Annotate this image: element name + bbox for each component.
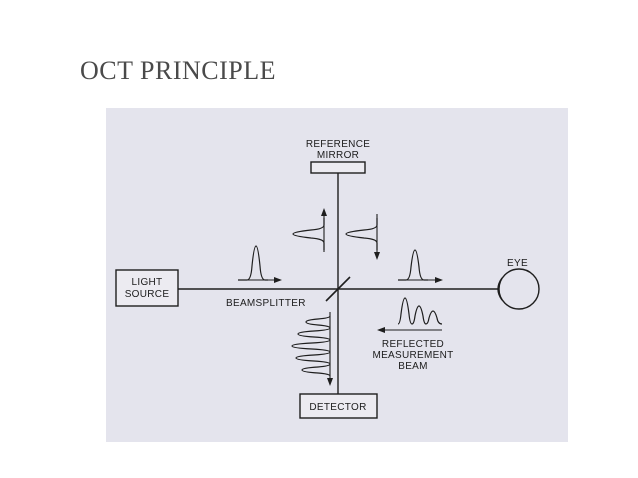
source-pulse-arrowhead	[274, 277, 282, 283]
eye-cornea	[497, 277, 503, 301]
detector-box	[299, 393, 378, 419]
eye-pulse	[398, 249, 428, 281]
reflected-label-3: BEAM	[398, 361, 428, 372]
source-pulse	[238, 245, 268, 281]
reference-pulse-up-arrowhead	[321, 208, 327, 216]
reflected-pulse	[397, 297, 443, 325]
beamsplitter	[325, 276, 351, 302]
reflected-arrowhead	[377, 327, 385, 333]
reference-mirror-label-2: MIRROR	[317, 150, 359, 161]
eye-pulse-arrowhead	[435, 277, 443, 283]
light-source-box	[115, 269, 179, 307]
light-source-label-1: LIGHT	[132, 277, 163, 288]
light-source-label-2: SOURCE	[125, 289, 170, 300]
detector-label: DETECTOR	[309, 402, 366, 413]
reference-pulse-down-arrowhead	[374, 252, 380, 260]
reference-pulse-down	[345, 218, 378, 250]
reference-mirror	[310, 161, 366, 174]
detector-pulse	[291, 315, 331, 377]
beamsplitter-label: BEAMSPLITTER	[226, 298, 306, 309]
eye-label: EYE	[507, 258, 528, 269]
reflected-label-2: MEASUREMENT	[372, 350, 453, 361]
eye-icon	[498, 268, 540, 310]
reference-mirror-label-1: REFERENCE	[306, 139, 370, 150]
detector-pulse-arrowhead	[327, 378, 333, 386]
reflected-label-1: REFLECTED	[382, 339, 444, 350]
reference-pulse-up	[292, 218, 325, 250]
slide-title: OCT PRINCIPLE	[80, 56, 276, 85]
